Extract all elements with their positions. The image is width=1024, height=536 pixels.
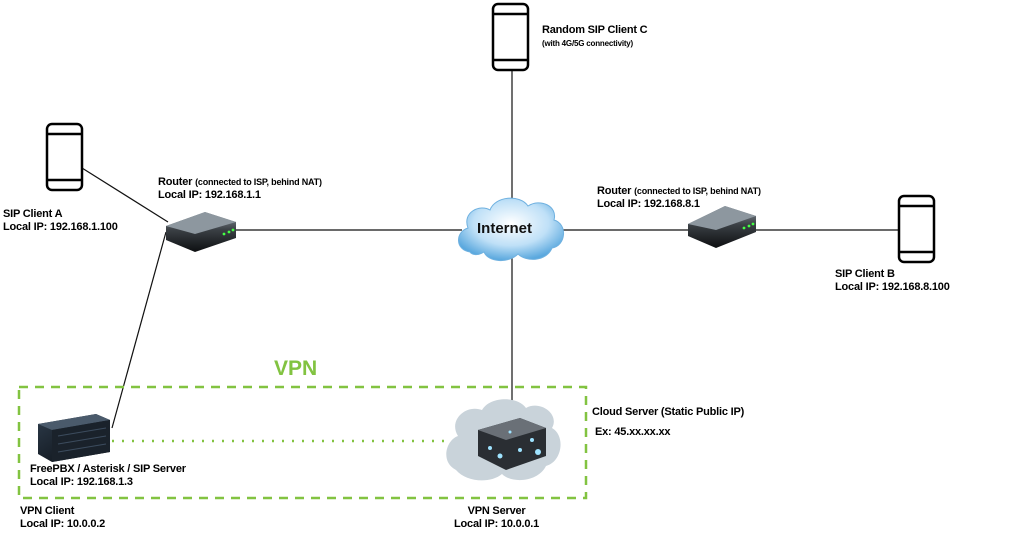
router-icon (688, 206, 756, 248)
smartphone-icon (45, 122, 84, 192)
link-routerA-pbx (111, 231, 167, 429)
router-b-note: (connected to ISP, behind NAT) (634, 186, 761, 196)
router-b-name: Router (597, 185, 632, 197)
router-a-note: (connected to ISP, behind NAT) (195, 177, 322, 187)
client-c-label: Random SIP Client C (with 4G/5G connecti… (542, 24, 648, 50)
router-b-ip: Local IP: 192.168.8.1 (597, 198, 700, 210)
link-clientA-routerA (81, 167, 169, 223)
router-a-name: Router (158, 176, 193, 188)
vpn-server-name: VPN Server (467, 505, 526, 517)
vpn-client-ip: Local IP: 10.0.0.2 (20, 518, 106, 530)
router-a-label: Router (connected to ISP, behind NAT) Lo… (158, 176, 322, 202)
vpn-server-ip: Local IP: 10.0.0.1 (454, 518, 540, 530)
client-b-label: SIP Client B Local IP: 192.168.8.100 (835, 268, 950, 294)
pbx-label: FreePBX / Asterisk / SIP Server Local IP… (30, 463, 186, 489)
links (81, 70, 898, 430)
vpn-group-box (17, 385, 588, 500)
internet-label: Internet (477, 220, 533, 237)
vpn-server-label: VPN Server Local IP: 10.0.0.1 (454, 505, 539, 531)
pbx-ip: Local IP: 192.168.1.3 (30, 476, 133, 488)
client-b-name: SIP Client B (835, 268, 895, 280)
vpn-client-name: VPN Client (20, 505, 75, 517)
client-a-ip: Local IP: 192.168.1.100 (3, 221, 118, 233)
cloud-server-name: Cloud Server (Static Public IP) (592, 406, 745, 418)
client-a-label: SIP Client A Local IP: 192.168.1.100 (3, 208, 118, 234)
router-a-ip: Local IP: 192.168.1.1 (158, 189, 261, 201)
client-b-ip: Local IP: 192.168.8.100 (835, 281, 950, 293)
server-icon (38, 414, 110, 462)
cloud-icon (458, 197, 564, 261)
client-a-name: SIP Client A (3, 208, 63, 220)
pbx-name: FreePBX / Asterisk / SIP Server (30, 463, 186, 475)
vpn-client-label: VPN Client Local IP: 10.0.0.2 (20, 505, 105, 531)
smartphone-icon (897, 194, 936, 264)
client-c-name: Random SIP Client C (542, 24, 648, 36)
router-icon (166, 212, 236, 252)
client-c-note: (with 4G/5G connectivity) (542, 39, 634, 48)
cloud-server-ip: Ex: 45.xx.xx.xx (595, 426, 671, 438)
router-b-label: Router (connected to ISP, behind NAT) Lo… (597, 185, 761, 211)
vpn-group-label: VPN (274, 357, 318, 380)
cloud-server-icon (446, 399, 561, 481)
smartphone-icon (491, 2, 530, 72)
